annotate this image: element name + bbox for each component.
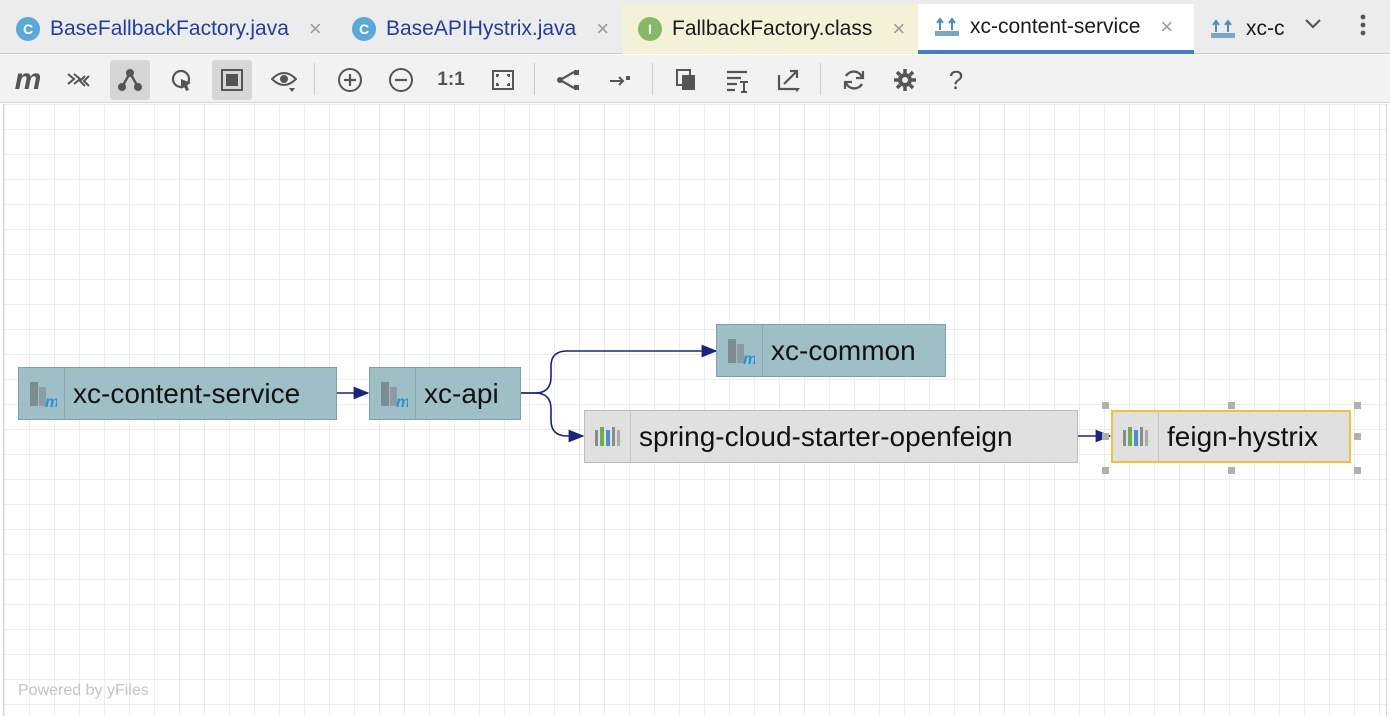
- node-label: xc-content-service: [73, 377, 301, 409]
- tab-label: xc-c: [1246, 17, 1285, 40]
- node-label: xc-api: [424, 377, 499, 409]
- chevron-down-icon[interactable]: [1302, 12, 1324, 40]
- tab-xc-content-service[interactable]: xc-content-service ×: [918, 4, 1194, 54]
- close-icon[interactable]: ×: [308, 16, 322, 41]
- toolbar-separator: [534, 63, 535, 95]
- class-icon: C: [352, 17, 376, 41]
- resize-handle[interactable]: [1228, 467, 1235, 474]
- maven-module-icon: m: [717, 325, 763, 376]
- actual-size-icon[interactable]: 1:1: [437, 69, 465, 90]
- resize-handle[interactable]: [1354, 402, 1361, 409]
- maven-module-icon: m: [370, 368, 416, 419]
- svg-text:m: m: [45, 394, 57, 409]
- diagram-icon: [935, 17, 959, 36]
- tab-fallbackfactory[interactable]: I FallbackFactory.class ×: [622, 4, 918, 54]
- maven-icon[interactable]: m: [14, 63, 42, 96]
- tab-baseapihystrix[interactable]: C BaseAPIHystrix.java ×: [336, 4, 622, 54]
- toolbar-separator: [820, 63, 821, 95]
- close-icon[interactable]: ×: [1160, 14, 1174, 39]
- tab-label: FallbackFactory.class: [672, 17, 873, 40]
- resize-handle[interactable]: [1102, 433, 1109, 440]
- layout-hierarchy-icon[interactable]: [110, 60, 150, 100]
- tab-label: BaseAPIHystrix.java: [386, 17, 577, 40]
- resize-handle[interactable]: [1354, 433, 1361, 440]
- export-icon[interactable]: [769, 60, 809, 100]
- help-icon[interactable]: ?: [948, 64, 964, 95]
- maven-module-icon: m: [19, 368, 65, 419]
- powered-by-label: Powered by yFiles: [18, 682, 149, 699]
- node-feign-hystrix[interactable]: feign-hystrix: [1111, 410, 1351, 463]
- resize-handle[interactable]: [1228, 402, 1235, 409]
- zoom-out-icon[interactable]: [381, 60, 421, 100]
- visibility-icon[interactable]: [264, 60, 304, 100]
- edge-arrow-icon[interactable]: [600, 60, 640, 100]
- node-spring-cloud-starter-openfeign[interactable]: spring-cloud-starter-openfeign: [584, 410, 1078, 463]
- copy-icon[interactable]: [666, 60, 706, 100]
- more-options-icon[interactable]: [1356, 12, 1370, 44]
- interface-icon: I: [638, 17, 662, 41]
- node-label: feign-hystrix: [1167, 420, 1318, 452]
- properties-icon[interactable]: [717, 60, 757, 100]
- node-xc-api[interactable]: m xc-api: [369, 367, 521, 420]
- tab-label: BaseFallbackFactory.java: [50, 17, 289, 40]
- close-icon[interactable]: ×: [892, 16, 906, 41]
- node-xc-content-service[interactable]: m xc-content-service: [18, 367, 337, 420]
- class-icon: C: [16, 17, 40, 41]
- library-icon: [585, 411, 631, 462]
- library-icon: [1113, 412, 1159, 461]
- svg-text:m: m: [743, 351, 755, 366]
- zoom-in-icon[interactable]: [330, 60, 370, 100]
- settings-icon[interactable]: [885, 60, 925, 100]
- editor-tab-bar: C BaseFallbackFactory.java × C BaseAPIHy…: [0, 0, 1390, 54]
- diagram-toolbar: m 1:1 ?: [0, 55, 1390, 103]
- tab-label: xc-content-service: [970, 15, 1141, 38]
- toolbar-separator: [314, 63, 315, 95]
- resize-handle[interactable]: [1354, 467, 1361, 474]
- node-label: spring-cloud-starter-openfeign: [639, 420, 1013, 452]
- diagram-icon: [1211, 19, 1235, 38]
- select-icon[interactable]: [162, 60, 202, 100]
- svg-text:m: m: [396, 394, 408, 409]
- expand-collapse-icon[interactable]: [58, 60, 98, 100]
- edges-icon[interactable]: [548, 60, 588, 100]
- node-xc-common[interactable]: m xc-common: [716, 324, 946, 377]
- close-icon[interactable]: ×: [596, 16, 610, 41]
- fit-content-icon[interactable]: [212, 60, 252, 100]
- toolbar-separator: [652, 63, 653, 95]
- resize-handle[interactable]: [1102, 467, 1109, 474]
- tab-basefallbackfactory[interactable]: C BaseFallbackFactory.java ×: [0, 4, 336, 54]
- tab-xc-c[interactable]: xc-c: [1194, 4, 1290, 54]
- fit-page-icon[interactable]: [483, 60, 523, 100]
- refresh-icon[interactable]: [834, 60, 874, 100]
- resize-handle[interactable]: [1102, 402, 1109, 409]
- node-label: xc-common: [771, 334, 916, 366]
